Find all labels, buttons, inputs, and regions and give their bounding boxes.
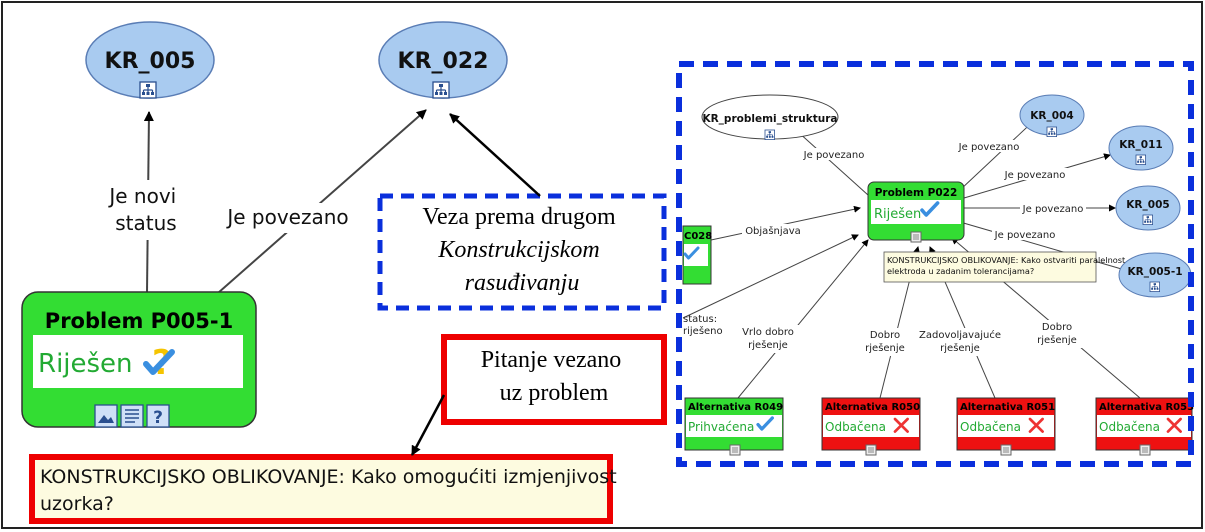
kr-005-label: KR_005 <box>105 49 196 74</box>
doc-icon <box>910 231 922 243</box>
edge-label: Je povezano <box>1004 170 1066 181</box>
svg-text:KONSTRUKCIJSKO OBLIKOVANJE: Ka: KONSTRUKCIJSKO OBLIKOVANJE: Kako ostvari… <box>887 255 1128 276</box>
svg-text:?: ? <box>153 408 163 428</box>
map-icon <box>1149 281 1160 292</box>
svg-text:Alternativa R050: Alternativa R050 <box>825 402 920 413</box>
callout-arrow-link <box>449 113 541 197</box>
question-box: KONSTRUKCIJSKO OBLIKOVANJE: Kako omogući… <box>29 454 623 524</box>
edge-label: Je povezano <box>958 142 1020 153</box>
doc-icon <box>1139 444 1151 456</box>
svg-text:Alternativa R051: Alternativa R051 <box>960 402 1055 413</box>
map-icon <box>1135 154 1146 165</box>
svg-text:Prihvaćena: Prihvaćena <box>688 420 754 434</box>
document-icon[interactable] <box>120 404 144 428</box>
node-kr-005[interactable]: KR_005 <box>85 21 215 99</box>
question-check-icon: ? <box>140 340 180 383</box>
node-problem-p005-1[interactable]: Problem P005-1 Riješen ? ? <box>21 291 257 428</box>
svg-text:Odbačena: Odbačena <box>825 420 886 434</box>
problem-status: Riješen <box>38 349 133 379</box>
edge-label: Objašnjava <box>745 225 801 237</box>
left-map: Je novi status Je povezano KR_005 KR_022… <box>21 21 623 524</box>
side-status-label: status: riješeno <box>683 314 723 337</box>
svg-text:KR_005-1: KR_005-1 <box>1127 266 1182 278</box>
node-c028[interactable]: C028 <box>682 225 712 285</box>
map-icon <box>432 81 450 99</box>
svg-text:Veza prema drugom Konstr: Veza prema drugom Konstrukcijskom rasuđi… <box>422 204 621 296</box>
node-toolbar: ? <box>94 404 170 428</box>
node-problem-p022[interactable]: Problem P022 Riješen <box>867 181 965 243</box>
doc-icon <box>865 444 877 456</box>
node-kr-005-right[interactable]: KR_005 <box>1115 185 1181 231</box>
node-kr-005-1[interactable]: KR_005-1 <box>1118 252 1192 298</box>
callout-arrow-question <box>410 394 446 456</box>
edge-related <box>217 109 427 294</box>
edge-label: Je povezano <box>1022 204 1084 215</box>
svg-text:Alternativa R049: Alternativa R049 <box>688 402 783 413</box>
callout-question-note: Pitanje vezano uz problem <box>441 334 667 425</box>
doc-icon <box>729 444 741 456</box>
map-icon <box>1046 126 1057 137</box>
edge-label-related: Je povezano <box>225 205 348 229</box>
svg-text:KR_004: KR_004 <box>1030 110 1073 122</box>
node-kr-011[interactable]: KR_011 <box>1108 125 1174 171</box>
svg-text:KR_problemi_struktura: KR_problemi_struktura <box>702 113 837 125</box>
question-text: KONSTRUKCIJSKO OBLIKOVANJE: Kako omogući… <box>40 466 623 515</box>
edge-label: Je povezano <box>803 150 865 161</box>
help-icon[interactable] <box>146 404 170 428</box>
node-kr-problemi-struktura[interactable]: KR_problemi_struktura <box>701 94 839 140</box>
problem-title: Problem P005-1 <box>45 309 233 333</box>
svg-text:Alternativa R053: Alternativa R053 <box>1099 402 1194 413</box>
edge-label: Je povezano <box>994 230 1056 241</box>
svg-text:KR_011: KR_011 <box>1119 139 1162 151</box>
node-kr-022[interactable]: KR_022 <box>378 21 508 99</box>
svg-text:Odbačena: Odbačena <box>1099 420 1160 434</box>
svg-text:Riješen: Riješen <box>874 207 921 222</box>
edge-label-new-status: Je novi status <box>107 184 182 235</box>
map-icon <box>1142 214 1153 225</box>
svg-text:Odbačena: Odbačena <box>960 420 1021 434</box>
svg-text:Problem P022: Problem P022 <box>875 187 958 199</box>
tooltip-question: KONSTRUKCIJSKO OBLIKOVANJE: Kako ostvari… <box>883 251 1128 283</box>
node-alternative-r050[interactable]: Alternativa R050 Odbačena <box>821 397 921 456</box>
svg-text:KR_005: KR_005 <box>1126 199 1169 211</box>
map-icon <box>139 81 157 99</box>
node-alternative-r049[interactable]: Alternativa R049 Prihvaćena <box>684 397 784 456</box>
node-alternative-r053[interactable]: Alternativa R053 Odbačena <box>1095 397 1194 456</box>
kr-022-label: KR_022 <box>398 49 489 74</box>
node-alternative-r051[interactable]: Alternativa R051 Odbačena <box>956 397 1056 456</box>
right-map: Je povezano Je povezano Je povezano Je p… <box>676 61 1194 467</box>
doc-icon <box>1000 444 1012 456</box>
svg-text:C028: C028 <box>684 231 712 242</box>
map-icon <box>764 129 775 140</box>
image-icon[interactable] <box>94 404 118 428</box>
node-kr-004[interactable]: KR_004 <box>1019 94 1085 137</box>
callout-link-note: Veza prema drugom Konstrukcijskom rasuđi… <box>377 193 667 311</box>
svg-text:Pitanje vezano uz proble: Pitanje vezano uz problem <box>481 347 628 406</box>
